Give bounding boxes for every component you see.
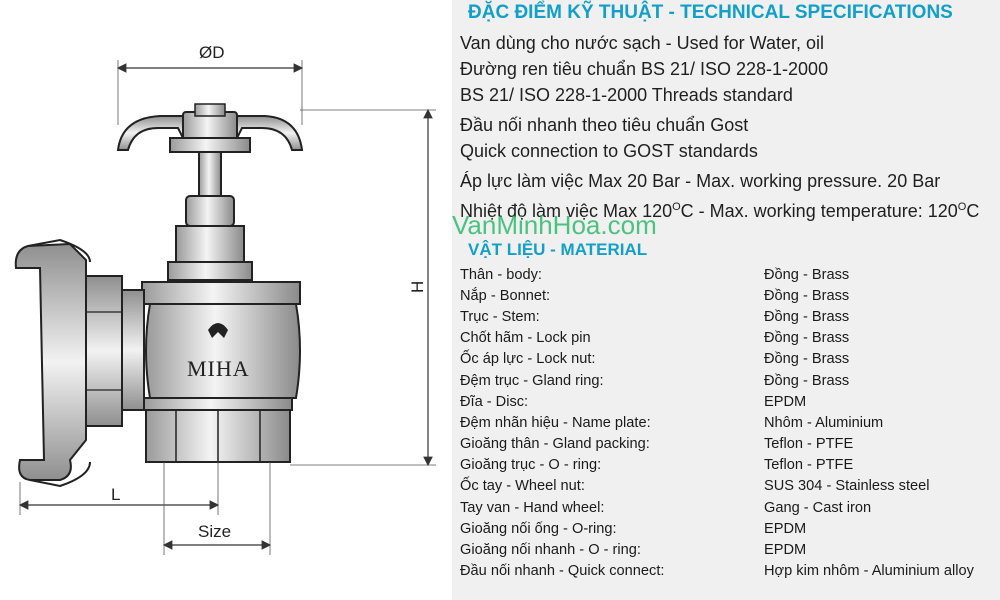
spec-line: Áp lực làm việc Max 20 Bar - Max. workin…	[460, 171, 941, 191]
material-value: Hợp kim nhôm - Aluminium alloy	[764, 563, 974, 580]
spec-lines: Van dùng cho nước sạch - Used for Water,…	[460, 30, 1000, 224]
material-row: Đầu nối nhanh - Quick connect: Hợp kim nh…	[460, 561, 1000, 582]
material-title: VẬT LIỆU - MATERIAL	[468, 240, 648, 259]
material-value: EPDM	[764, 520, 807, 537]
material-row: Ốc tay - Wheel nut: SUS 304 - Stainless s…	[460, 476, 1000, 497]
material-row: Chốt hãm - Lock pin Đồng - Brass	[460, 328, 1000, 349]
material-row: Đĩa - Disc: EPDM	[460, 391, 1000, 412]
material-value: Nhôm - Aluminium	[764, 414, 884, 431]
material-value: SUS 304 - Stainless steel	[764, 478, 930, 495]
spec-title: ĐẶC ĐIỂM KỸ THUẬT - TECHNICAL SPECIFICAT…	[468, 2, 953, 23]
spec-line-temperature: Nhiệt độ làm việc Max 120OC - Max. worki…	[460, 201, 980, 221]
material-value: Teflon - PTFE	[764, 436, 854, 453]
material-part: Ốc tay - Wheel nut:	[460, 478, 585, 495]
quick-connect	[85, 275, 123, 427]
spec-line: Van dùng cho nước sạch - Used for Water,…	[460, 33, 825, 53]
material-part: Gioăng nối ống - O-ring:	[460, 520, 617, 537]
material-part: Đệm nhãn hiệu - Name plate:	[460, 414, 651, 431]
stem	[198, 151, 222, 199]
dim-height-label: H	[408, 281, 427, 293]
material-part: Trục - Stem:	[460, 308, 540, 325]
material-value: Đồng - Brass	[764, 287, 850, 304]
dim-diameter-label: ØD	[199, 43, 225, 62]
coupling-claw	[14, 242, 87, 481]
material-part: Gioăng nối nhanh - O - ring:	[460, 542, 641, 559]
material-value: EPDM	[764, 393, 807, 410]
spec-panel: ĐẶC ĐIỂM KỸ THUẬT - TECHNICAL SPECIFICAT…	[452, 0, 1000, 600]
material-row: Ốc áp lực - Lock nut: Đồng - Brass	[460, 349, 1000, 370]
material-row: Thân - body: Đồng - Brass	[460, 264, 1000, 285]
material-row: Gioăng nối ống - O-ring: EPDM	[460, 518, 1000, 539]
valve-diagram-svg: ØD H MIHA	[14, 43, 436, 555]
material-value: Đồng - Brass	[764, 351, 850, 368]
material-part: Nắp - Bonnet:	[460, 287, 551, 304]
material-part: Đệm trục - Gland ring:	[460, 372, 604, 389]
material-row: Tay van - Hand wheel: Gang - Cast iron	[460, 497, 1000, 518]
material-part: Tay van - Hand wheel:	[460, 499, 605, 516]
material-row: Nắp - Bonnet: Đồng - Brass	[460, 285, 1000, 306]
material-row: Gioăng nối nhanh - O - ring: EPDM	[460, 539, 1000, 560]
material-value: EPDM	[764, 542, 807, 559]
brand-text: MIHA	[187, 356, 250, 381]
bonnet	[175, 225, 245, 263]
material-part: Thân - body:	[460, 266, 542, 283]
gland-nut	[185, 195, 235, 227]
material-value: Đồng - Brass	[764, 372, 850, 389]
material-value: Đồng - Brass	[764, 330, 850, 347]
material-part: Gioăng thân - Gland packing:	[460, 436, 650, 453]
material-part: Đầu nối nhanh - Quick connect:	[460, 563, 665, 580]
spec-line: Quick connection to GOST standards	[460, 141, 758, 161]
dim-size-label: Size	[198, 522, 231, 541]
spec-line: Đường ren tiêu chuẩn BS 21/ ISO 228-1-20…	[460, 59, 829, 79]
material-part: Ốc áp lực - Lock nut:	[460, 351, 596, 368]
material-row: Đệm nhãn hiệu - Name plate: Nhôm - Alumin…	[460, 412, 1000, 433]
material-value: Gang - Cast iron	[764, 499, 872, 516]
material-part: Gioăng trục - O - ring:	[460, 457, 602, 474]
material-value: Đồng - Brass	[764, 308, 850, 325]
valve-drawing: ØD H MIHA	[0, 0, 450, 600]
spec-line: BS 21/ ISO 228-1-2000 Threads standard	[460, 85, 793, 105]
material-row: Trục - Stem: Đồng - Brass	[460, 306, 1000, 327]
valve-body	[145, 303, 301, 399]
material-part: Đĩa - Disc:	[460, 393, 529, 410]
spec-line: Đầu nối nhanh theo tiêu chuẩn Gost	[460, 115, 749, 135]
material-part: Chốt hãm - Lock pin	[460, 330, 591, 347]
watermark: VanMinhHoa.com	[452, 210, 657, 240]
material-row: Gioăng thân - Gland packing: Teflon - PTF…	[460, 434, 1000, 455]
material-row: Đệm trục - Gland ring: Đồng - Brass	[460, 370, 1000, 391]
brand-logo-icon	[208, 323, 228, 338]
material-value: Teflon - PTFE	[764, 457, 854, 474]
dim-length-label: L	[111, 485, 120, 504]
material-value: Đồng - Brass	[764, 266, 850, 283]
material-row: Gioăng trục - O - ring: Teflon - PTFE	[460, 455, 1000, 476]
